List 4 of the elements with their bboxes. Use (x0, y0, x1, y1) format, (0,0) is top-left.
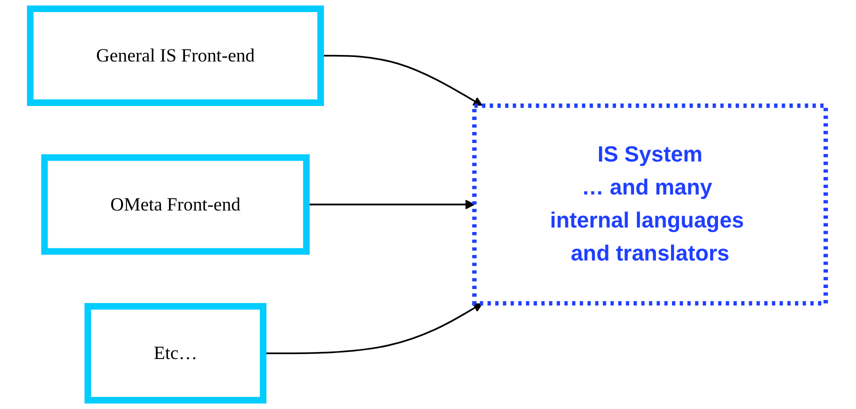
node-box: IS System … and many internal languages and translators (472, 103, 828, 306)
node-box: General IS Front-end (26, 6, 324, 106)
node-box: OMeta Front-end (41, 154, 310, 255)
node-box: Etc… (84, 303, 266, 404)
